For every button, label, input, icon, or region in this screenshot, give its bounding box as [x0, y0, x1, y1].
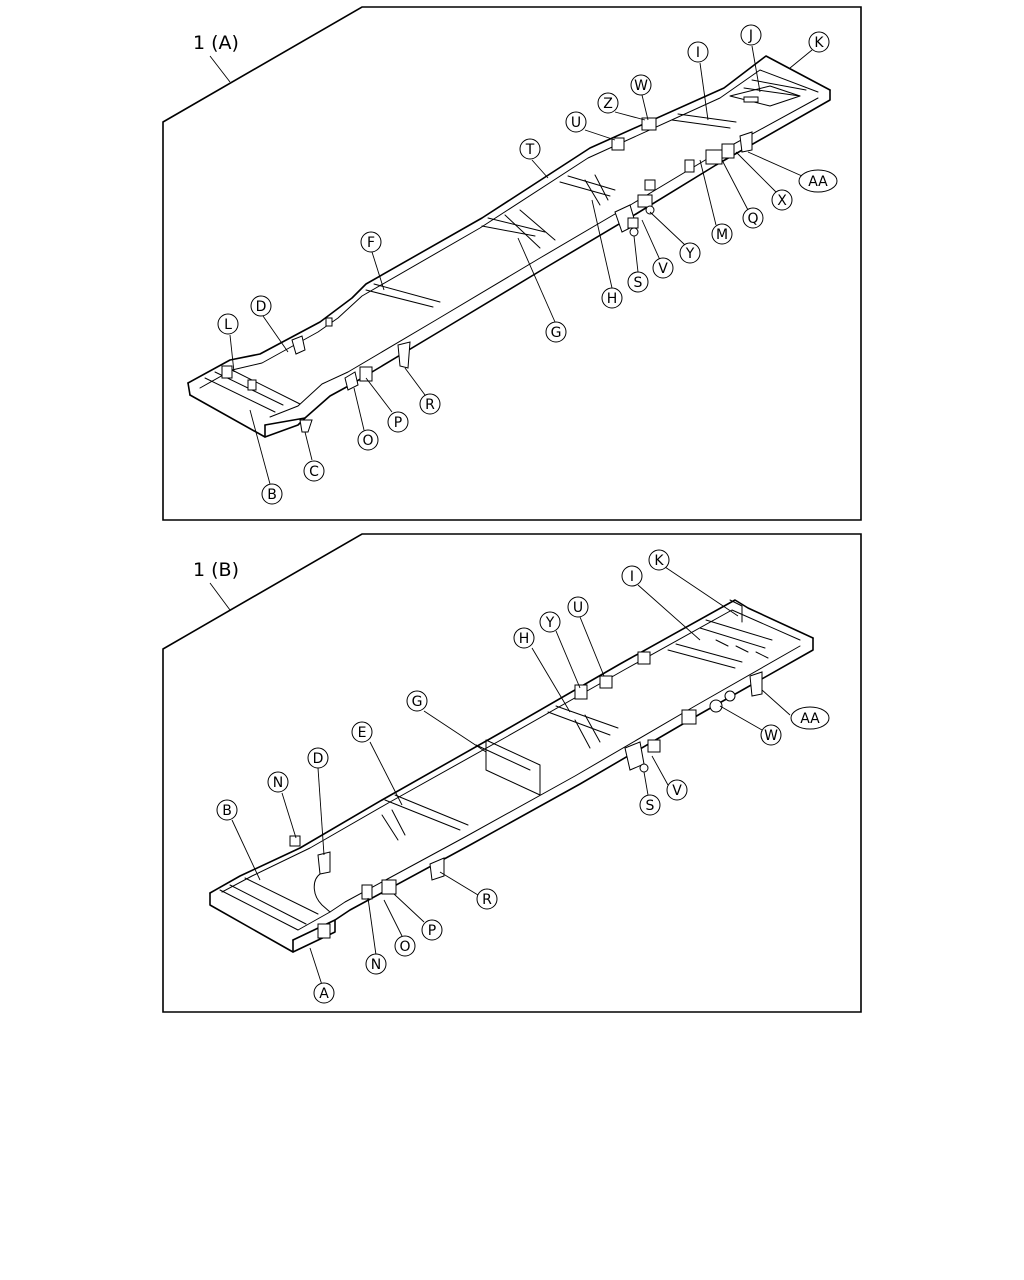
callout-b-V: V [666, 779, 688, 801]
svg-text:A: A [319, 986, 329, 1002]
callout-a-V: V [652, 257, 674, 279]
svg-text:L: L [224, 317, 232, 333]
svg-text:X: X [777, 193, 787, 209]
svg-text:R: R [425, 397, 435, 413]
callout-b-R: R [476, 888, 498, 910]
svg-text:N: N [371, 957, 381, 973]
leaders-b [231, 566, 791, 986]
callout-a-Q: Q [742, 207, 764, 229]
callout-a-Z: Z [597, 92, 619, 114]
svg-text:AA: AA [800, 711, 820, 727]
svg-text:G: G [412, 694, 423, 710]
callout-a-C: C [303, 460, 325, 482]
svg-text:H: H [607, 291, 618, 307]
callout-a-U: U [565, 111, 587, 133]
svg-text:D: D [313, 751, 324, 767]
svg-text:O: O [362, 433, 373, 449]
callout-a-G: G [545, 321, 567, 343]
callout-a-H: H [601, 287, 623, 309]
svg-text:V: V [658, 261, 668, 277]
callout-a-T: T [519, 138, 541, 160]
svg-text:Q: Q [747, 211, 758, 227]
callout-a-R: R [419, 393, 441, 415]
callout-b-U: U [567, 596, 589, 618]
svg-text:B: B [267, 487, 277, 503]
svg-text:C: C [309, 464, 319, 480]
callout-b-O: O [394, 935, 416, 957]
svg-text:K: K [654, 553, 664, 569]
svg-text:O: O [399, 939, 410, 955]
panel-b: 1 (B) [162, 533, 862, 1013]
svg-text:K: K [814, 35, 824, 51]
callout-a-S: S [627, 271, 649, 293]
callout-b-N-top: N [267, 771, 289, 793]
callout-a-J: J [740, 24, 762, 46]
panel-a: 1 (A) [162, 6, 862, 521]
svg-text:P: P [428, 923, 436, 939]
svg-text:H: H [519, 631, 530, 647]
callout-a-L: L [217, 313, 239, 335]
callout-b-E: E [351, 721, 373, 743]
callout-b-S: S [639, 794, 661, 816]
panel-b-title: 1 (B) [193, 559, 239, 581]
svg-text:D: D [256, 299, 267, 315]
callout-b-AA: AA [790, 706, 830, 730]
svg-text:E: E [358, 725, 367, 741]
callout-b-W: W [760, 724, 782, 746]
panel-a-frame [162, 6, 862, 521]
callout-a-B: B [261, 483, 283, 505]
callout-b-Y: Y [539, 611, 561, 633]
svg-text:R: R [482, 892, 492, 908]
svg-text:T: T [525, 142, 535, 158]
chassis-frame-a [187, 55, 831, 438]
callout-a-Y: Y [679, 242, 701, 264]
svg-text:F: F [367, 235, 375, 251]
callout-b-P: P [421, 919, 443, 941]
panel-b-frame [162, 533, 862, 1013]
svg-text:J: J [748, 28, 753, 44]
callout-b-G: G [406, 690, 428, 712]
svg-text:V: V [672, 783, 682, 799]
callout-a-D: D [250, 295, 272, 317]
callout-a-K: K [808, 31, 830, 53]
svg-text:U: U [573, 600, 583, 616]
svg-text:Y: Y [685, 246, 695, 262]
callout-a-I: I [687, 41, 709, 63]
callout-b-B: B [216, 799, 238, 821]
svg-text:Z: Z [603, 96, 613, 112]
callout-b-I: I [621, 565, 643, 587]
panel-a-title: 1 (A) [193, 32, 239, 54]
callout-a-P: P [387, 411, 409, 433]
callout-a-O: O [357, 429, 379, 451]
callout-b-N-bottom: N [365, 953, 387, 975]
callout-a-W: W [630, 74, 652, 96]
svg-text:Y: Y [545, 615, 555, 631]
callout-b-A: A [313, 982, 335, 1004]
callout-a-F: F [360, 231, 382, 253]
svg-text:W: W [764, 728, 778, 744]
svg-text:G: G [551, 325, 562, 341]
svg-text:I: I [630, 569, 634, 585]
callout-a-X: X [771, 189, 793, 211]
chassis-frame-b [209, 599, 814, 953]
callout-b-D: D [307, 747, 329, 769]
svg-text:S: S [634, 275, 643, 291]
svg-text:B: B [222, 803, 232, 819]
callout-a-AA: AA [798, 169, 838, 193]
leaders-a [229, 45, 813, 485]
svg-text:N: N [273, 775, 283, 791]
svg-text:W: W [634, 78, 648, 94]
callout-a-M: M [711, 223, 733, 245]
svg-text:M: M [716, 227, 728, 243]
svg-text:AA: AA [808, 174, 828, 190]
callout-b-H: H [513, 627, 535, 649]
svg-text:U: U [571, 115, 581, 131]
svg-text:P: P [394, 415, 402, 431]
svg-text:S: S [646, 798, 655, 814]
callout-b-K: K [648, 549, 670, 571]
svg-text:I: I [696, 45, 700, 61]
